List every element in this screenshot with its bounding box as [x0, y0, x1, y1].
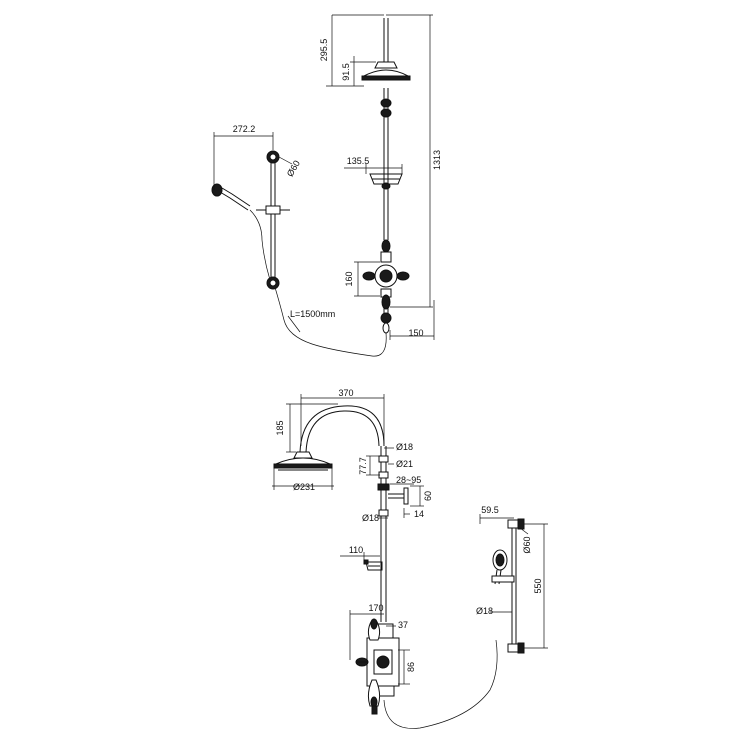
top-dimension-labels: 1313 295.5 91.5 272.2 Ø60 135.5 160 150 … [233, 39, 442, 338]
dim-valve-86: 86 [406, 662, 416, 672]
dim-range: 28~95 [396, 475, 421, 485]
dim-pipe-dia-2: Ø21 [396, 459, 413, 469]
bottom-slide-rail [507, 518, 525, 654]
dim-pipe-dia-1: Ø18 [396, 442, 413, 452]
dim-bracket-14: 14 [414, 509, 424, 519]
bottom-shower-head [273, 451, 333, 471]
bottom-arched-arm [299, 405, 385, 453]
dim-rail-bracket: Ø60 [522, 536, 532, 553]
dim-rail-offset: 59.5 [481, 505, 499, 515]
bottom-shower-hose [383, 639, 498, 729]
top-hand-shower [211, 183, 271, 281]
bottom-dimension-labels: 370 185 Ø18 Ø21 77.7 28~95 60 14 Ø18 Ø23… [275, 388, 543, 672]
bottom-dimension-lines [272, 394, 548, 685]
dim-valve-height: 160 [344, 271, 354, 286]
dim-head-height: 91.5 [341, 63, 351, 81]
dim-bracket-60: 60 [423, 491, 433, 501]
bottom-riser-pipe [377, 446, 390, 622]
bottom-soap-dish [363, 559, 383, 571]
dim-head-drop: 295.5 [319, 39, 329, 62]
dim-arm-width: 370 [338, 388, 353, 398]
dim-rail-dia: Ø18 [476, 606, 493, 616]
dim-slide-arm: 272.2 [233, 124, 256, 134]
top-drawing: 1313 295.5 91.5 272.2 Ø60 135.5 160 150 … [211, 14, 442, 357]
bottom-valve-handles [367, 618, 381, 715]
bottom-wall-bracket [388, 487, 409, 505]
bottom-thermostatic-valve [355, 623, 400, 697]
top-soap-dish [369, 173, 403, 190]
dim-head-dia: Ø231 [293, 482, 315, 492]
bottom-drawing: 370 185 Ø18 Ø21 77.7 28~95 60 14 Ø18 Ø23… [272, 388, 548, 729]
dim-dish: 110 [349, 545, 363, 555]
dim-pipe-dia-3: Ø18 [362, 513, 379, 523]
dim-valve-37: 37 [398, 620, 408, 630]
top-thermostatic-valve [362, 239, 410, 334]
dim-arm-height: 185 [275, 420, 285, 435]
top-riser-clamps [380, 98, 392, 118]
top-shower-head [361, 61, 411, 81]
dim-soap-dish: 135.5 [347, 156, 370, 166]
hose-length: L=1500mm [290, 309, 335, 319]
bottom-hand-shower [491, 549, 515, 585]
dim-valve-width: 170 [368, 603, 383, 613]
top-dimension-lines [213, 14, 435, 340]
top-shower-hose [273, 283, 387, 357]
dim-projection: 150 [408, 328, 423, 338]
dim-gap: 77.7 [358, 457, 368, 475]
dim-total-height: 1313 [432, 150, 442, 170]
dim-rail-length: 550 [533, 578, 543, 593]
